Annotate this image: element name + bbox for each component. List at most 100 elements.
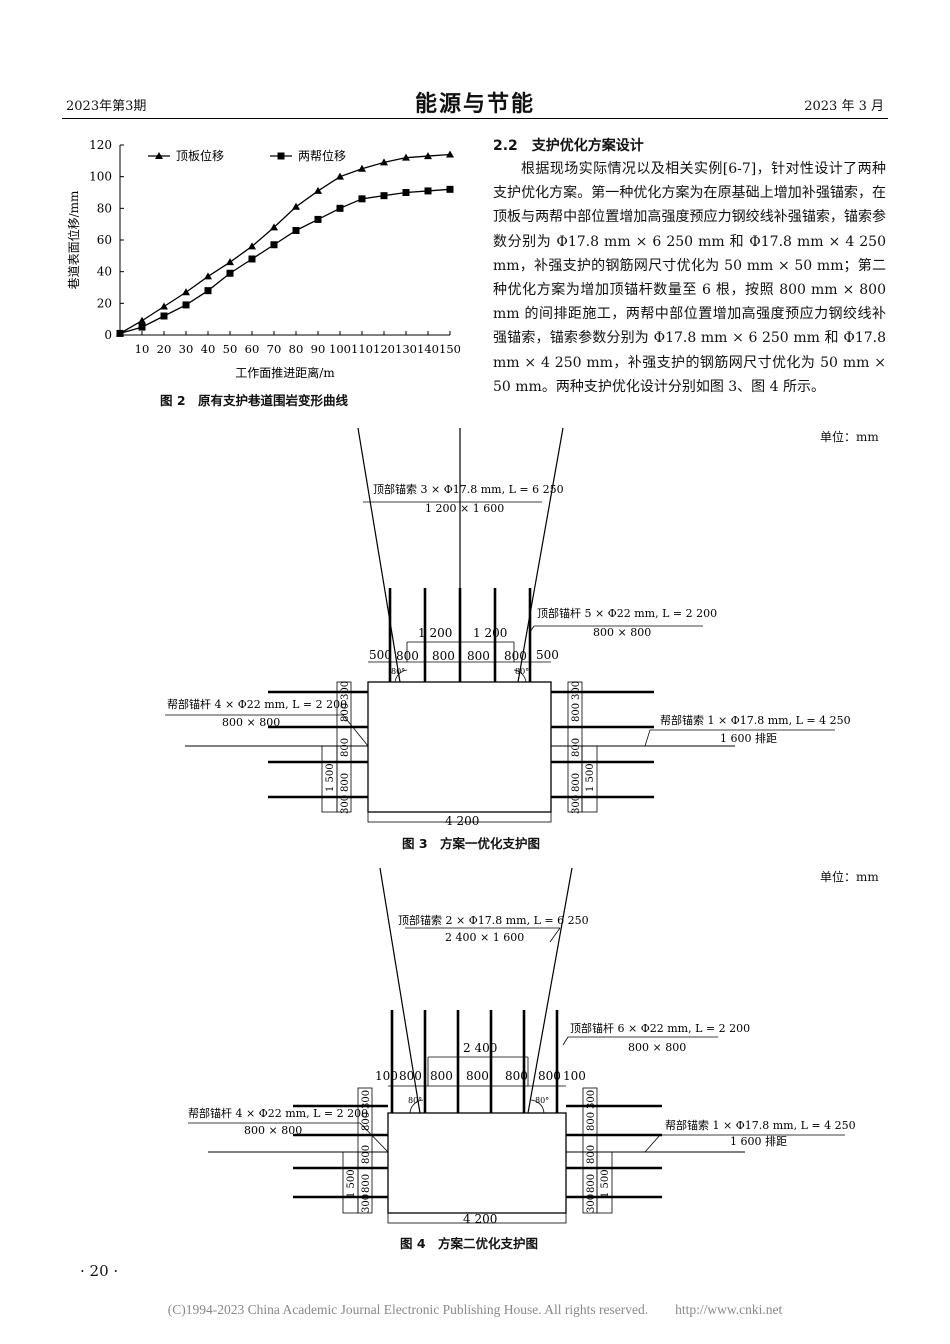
svg-text:800: 800 (361, 1145, 372, 1164)
series-2-point (226, 269, 234, 277)
fig4-top-cable-spacing: 2 400 × 1 600 (445, 931, 524, 944)
x-tick-label: 100 (329, 342, 351, 356)
fig3-side-bolt-spacing: 800 × 800 (222, 716, 280, 729)
x-tick-label: 130 (395, 342, 417, 356)
fig3-side-cable-spacing: 1 600 排距 (720, 731, 777, 745)
y-tick-label: 100 (89, 170, 112, 184)
fig4-caption: 图 4 方案二优化支护图 (400, 1236, 539, 1251)
top-cable-left (357, 427, 401, 683)
svg-text:300: 300 (571, 681, 582, 700)
series-1-point (314, 186, 322, 194)
legend-marker-1 (155, 152, 163, 159)
fig4-side-cable-spacing: 1 600 排距 (730, 1134, 787, 1148)
series-1-point (226, 258, 234, 266)
svg-text:300: 300 (571, 795, 582, 814)
right-side-bolts (566, 1104, 662, 1199)
fig4-angle-right: 80° (535, 1096, 549, 1105)
top-cable-left (379, 867, 421, 1114)
y-tick-label: 60 (97, 233, 112, 247)
svg-text:1 500: 1 500 (346, 1169, 357, 1198)
x-axis-label: 工作面推进距离/m (235, 365, 335, 380)
fig3-side-cable-label: 帮部锚索 1 × Φ17.8 mm, L = 4 250 (660, 713, 851, 727)
svg-text:800: 800 (571, 703, 582, 722)
fig4-dim-top-0: 100 (375, 1069, 398, 1083)
fig3-width: 4 200 (445, 814, 479, 828)
fig3-dim-top-1: 800 (396, 649, 419, 663)
fig3-dim-top-4: 800 (504, 649, 527, 663)
fig4-unit: 单位：mm (820, 870, 879, 884)
fig4-side-dims-left: 300 800 800 800 300 1 500 (346, 1090, 372, 1213)
series-2-point (358, 195, 366, 203)
header-rule (62, 118, 888, 119)
fig3-top-bolt-label: 顶部锚杆 5 × Φ22 mm, L = 2 200 (537, 606, 717, 620)
series-2-point (336, 204, 344, 212)
svg-text:800: 800 (571, 773, 582, 792)
fig3-top-bolt-spacing: 800 × 800 (593, 626, 651, 639)
series-1-point (336, 172, 344, 180)
series-2-point (402, 189, 410, 196)
top-bolts (390, 1010, 559, 1113)
series-1-point (358, 164, 366, 172)
copyright-footer: (C)1994-2023 China Academic Journal Elec… (167, 1302, 783, 1317)
x-tick-label: 150 (439, 342, 460, 356)
svg-text:300: 300 (586, 1194, 597, 1213)
series-2-point (446, 185, 454, 193)
series-1-point (248, 242, 256, 250)
legend-label-2: 两帮位移 (298, 148, 346, 163)
series-1-point (204, 272, 212, 280)
y-tick-label: 40 (97, 265, 112, 279)
fig3-side-dims-right: 300 800 800 800 300 1 500 (571, 681, 596, 814)
fig3-caption: 图 3 方案一优化支护图 (402, 836, 541, 851)
series-1-point (138, 316, 146, 324)
fig3-cable-dim-2: 1 200 (473, 626, 507, 640)
series-line-2 (119, 188, 451, 335)
fig3-unit: 单位：mm (820, 430, 879, 444)
right-side-bolts (551, 690, 654, 799)
fig3-cable-dim-1: 1 200 (418, 626, 452, 640)
series-1-point (424, 152, 432, 160)
series-1-point (160, 302, 168, 310)
fig2-caption: 图 2 原有支护巷道围岩变形曲线 (160, 393, 349, 408)
series-1-point (292, 202, 300, 210)
svg-text:800: 800 (340, 738, 351, 757)
top-cable-right (527, 867, 573, 1114)
fig3-dim-top-2: 800 (432, 649, 455, 663)
fig4-side-bolt-spacing: 800 × 800 (244, 1124, 302, 1137)
fig4-cable-dim: 2 400 (463, 1041, 497, 1055)
fig4-top-bolt-spacing: 800 × 800 (628, 1041, 686, 1054)
series-2-point (314, 215, 322, 223)
fig4-dim-top-1: 800 (399, 1069, 422, 1083)
fig3-dim-top-5: 500 (536, 648, 559, 662)
svg-text:1 500: 1 500 (585, 763, 596, 792)
series-2-point (160, 312, 168, 320)
x-tick-label: 10 (135, 342, 150, 356)
svg-text:800: 800 (340, 773, 351, 792)
series-2-point (270, 241, 278, 249)
x-tick-label: 80 (289, 342, 304, 356)
fig4-top-cable-label: 顶部锚索 2 × Φ17.8 mm, L = 6 250 (398, 913, 589, 927)
x-tick-label: 110 (351, 342, 373, 356)
y-tick-label: 80 (97, 201, 112, 215)
series-1-point (182, 288, 190, 296)
x-tick-label: 40 (201, 342, 216, 356)
x-tick-label: 50 (223, 342, 238, 356)
svg-text:800: 800 (586, 1112, 597, 1131)
fig4-width: 4 200 (463, 1212, 497, 1226)
fig3-angle-right: 80° (515, 667, 529, 676)
x-tick-label: 90 (311, 342, 326, 356)
series-line-1 (119, 153, 451, 334)
fig3-angle-left: 80° (391, 667, 405, 676)
fig4-dim-top-5: 800 (538, 1069, 561, 1083)
fig4-side-cable-label: 帮部锚索 1 × Φ17.8 mm, L = 4 250 (665, 1118, 856, 1132)
svg-text:800: 800 (361, 1174, 372, 1193)
series-2-point (380, 192, 388, 200)
fig3-dim-top-0: 500 (369, 648, 392, 662)
svg-text:300: 300 (586, 1090, 597, 1109)
fig3-dim-top-3: 800 (467, 649, 490, 663)
svg-text:800: 800 (571, 738, 582, 757)
fig3-side-bolt-label: 帮部锚杆 4 × Φ22 mm, L = 2 200 (167, 697, 347, 711)
y-tick-label: 120 (89, 138, 112, 152)
svg-text:300: 300 (361, 1090, 372, 1109)
page-number: · 20 · (80, 1262, 119, 1280)
x-tick-label: 120 (373, 342, 395, 356)
